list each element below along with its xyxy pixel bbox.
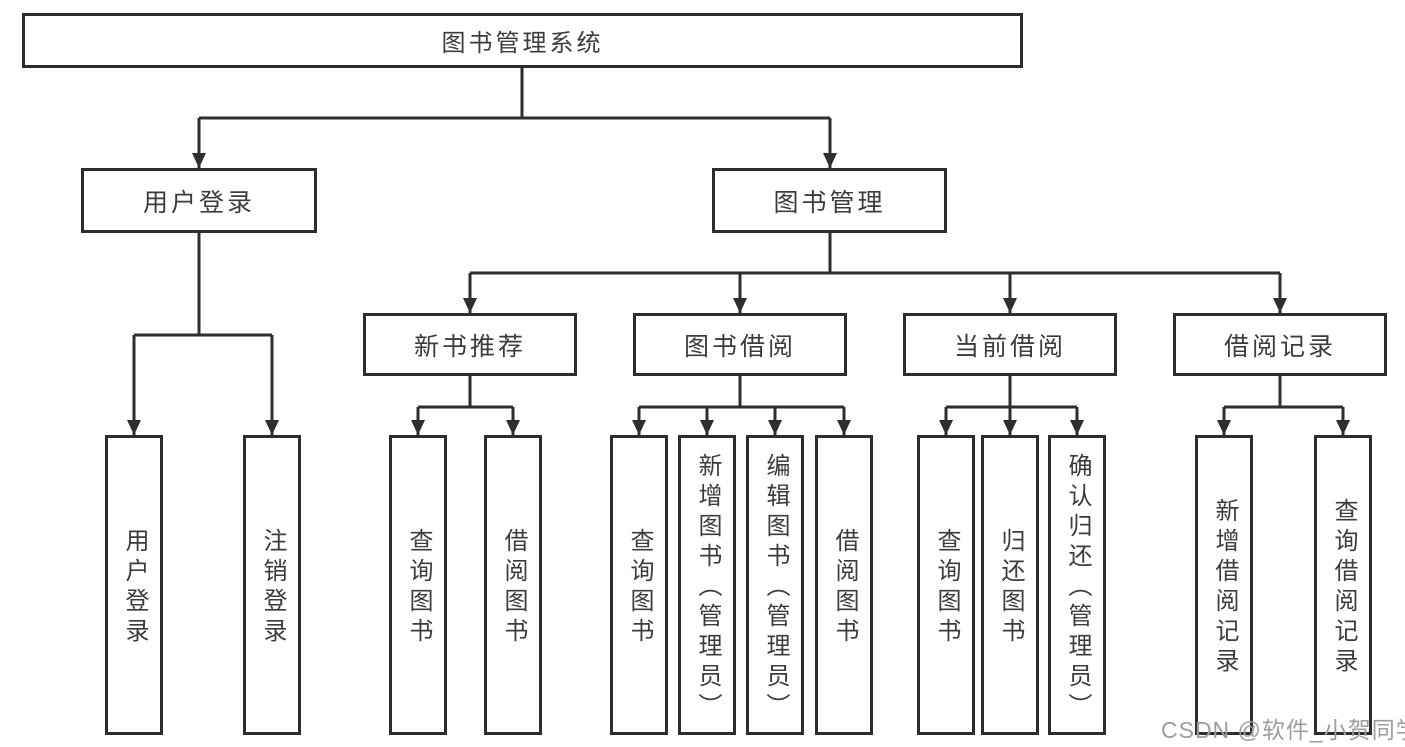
node-borrow-records-label: 借阅记录	[1223, 332, 1336, 361]
leaf-return-books: 归还图书	[981, 435, 1039, 735]
leaf-confirm-return-admin-label: 确认归还（管理员）	[1064, 453, 1091, 723]
node-new-book-recommend-label: 新书推荐	[413, 332, 526, 361]
leaf-return-books-label: 归还图书	[997, 528, 1024, 648]
leaf-query-books-current: 查询图书	[917, 435, 975, 735]
node-borrow-records: 借阅记录	[1173, 313, 1387, 376]
leaf-query-books-recommend-label: 查询图书	[405, 528, 432, 648]
leaf-query-borrow-record-label: 查询借阅记录	[1330, 498, 1357, 678]
leaf-query-books-borrow-label: 查询图书	[626, 528, 653, 648]
leaf-confirm-return-admin: 确认归还（管理员）	[1048, 435, 1106, 735]
leaf-query-borrow-record: 查询借阅记录	[1314, 435, 1372, 735]
leaf-add-borrow-record-label: 新增借阅记录	[1211, 498, 1238, 678]
leaf-query-books-current-label: 查询图书	[933, 528, 960, 648]
leaf-query-books-borrow: 查询图书	[610, 435, 668, 735]
leaf-query-books-recommend: 查询图书	[389, 435, 447, 735]
leaf-edit-books-admin-label: 编辑图书（管理员）	[762, 453, 789, 723]
node-book-management: 图书管理	[712, 168, 947, 233]
leaf-add-books-admin: 新增图书（管理员）	[678, 435, 736, 735]
leaf-borrow-books-label: 借阅图书	[831, 528, 858, 648]
node-book-management-label: 图书管理	[773, 188, 886, 217]
watermark: CSDN @软件_小贺同学	[1161, 717, 1405, 743]
node-user-login: 用户登录	[81, 168, 317, 233]
leaf-user-login: 用户登录	[105, 435, 163, 735]
leaf-logout-login: 注销登录	[243, 435, 301, 735]
leaf-borrow-books-recommend: 借阅图书	[484, 435, 542, 735]
node-new-book-recommend: 新书推荐	[363, 313, 577, 376]
leaf-add-borrow-record: 新增借阅记录	[1195, 435, 1253, 735]
node-root: 图书管理系统	[22, 13, 1023, 68]
leaf-user-login-label: 用户登录	[121, 528, 148, 648]
node-current-borrow: 当前借阅	[903, 313, 1117, 376]
node-root-label: 图书管理系统	[441, 30, 604, 57]
leaf-logout-login-label: 注销登录	[259, 528, 286, 648]
leaf-add-books-admin-label: 新增图书（管理员）	[694, 453, 721, 723]
node-book-borrow: 图书借阅	[633, 313, 847, 376]
leaf-borrow-books-recommend-label: 借阅图书	[500, 528, 527, 648]
node-user-login-label: 用户登录	[142, 188, 255, 217]
leaf-borrow-books: 借阅图书	[815, 435, 873, 735]
node-book-borrow-label: 图书借阅	[683, 332, 796, 361]
node-current-borrow-label: 当前借阅	[953, 332, 1066, 361]
leaf-edit-books-admin: 编辑图书（管理员）	[746, 435, 804, 735]
